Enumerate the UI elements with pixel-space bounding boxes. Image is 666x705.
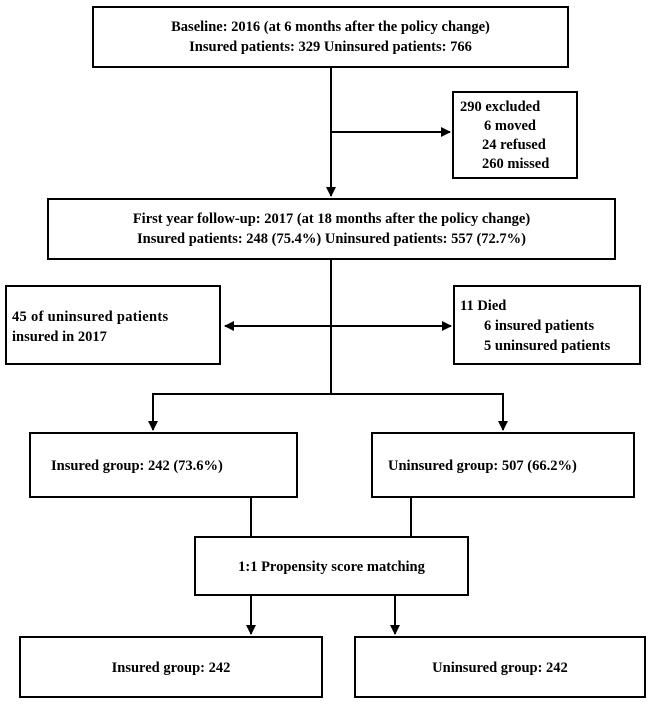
baseline-line-1: Baseline: 2016 (at 6 months after the po…: [171, 19, 490, 35]
propensity-matching-box: 1:1 Propensity score matching: [194, 536, 469, 596]
matched-insured-label: Insured group: 242: [111, 660, 231, 676]
matched-uninsured-label: Uninsured group: 242: [432, 660, 568, 676]
died-insured: 6 insured patients: [484, 318, 595, 334]
excluded-moved: 6 moved: [484, 118, 536, 134]
died-uninsured: 5 uninsured patients: [484, 338, 611, 354]
baseline-line-2: Insured patients: 329 Uninsured patients…: [189, 39, 472, 55]
matched-insured-box: Insured group: 242: [19, 636, 323, 698]
uninsured-group-box: Uninsured group: 507 (66.2%): [371, 432, 635, 498]
uninsured-group-label: Uninsured group: 507 (66.2%): [388, 458, 577, 474]
died-title: 11 Died: [460, 298, 507, 314]
matched-uninsured-box: Uninsured group: 242: [354, 636, 646, 698]
switched-line-2: insured in 2017: [12, 329, 107, 345]
switched-insurance-box: 45 of uninsured patients insured in 2017: [5, 285, 221, 365]
baseline-box: Baseline: 2016 (at 6 months after the po…: [92, 6, 569, 68]
excluded-missed: 260 missed: [482, 156, 550, 172]
excluded-refused: 24 refused: [482, 137, 546, 153]
insured-group-box: Insured group: 242 (73.6%): [29, 432, 298, 498]
followup-line-2: Insured patients: 248 (75.4%) Uninsured …: [137, 231, 526, 247]
followup-box: First year follow-up: 2017 (at 18 months…: [47, 198, 616, 260]
insured-group-label: Insured group: 242 (73.6%): [51, 458, 223, 474]
excluded-title: 290 excluded: [460, 99, 541, 115]
followup-line-1: First year follow-up: 2017 (at 18 months…: [132, 211, 531, 227]
switched-line-1: 45 of uninsured patients: [12, 309, 169, 325]
matching-label: 1:1 Propensity score matching: [238, 559, 425, 575]
excluded-box: 290 excluded 6 moved 24 refused 260 miss…: [452, 91, 578, 179]
died-box: 11 Died 6 insured patients 5 uninsured p…: [453, 285, 641, 365]
